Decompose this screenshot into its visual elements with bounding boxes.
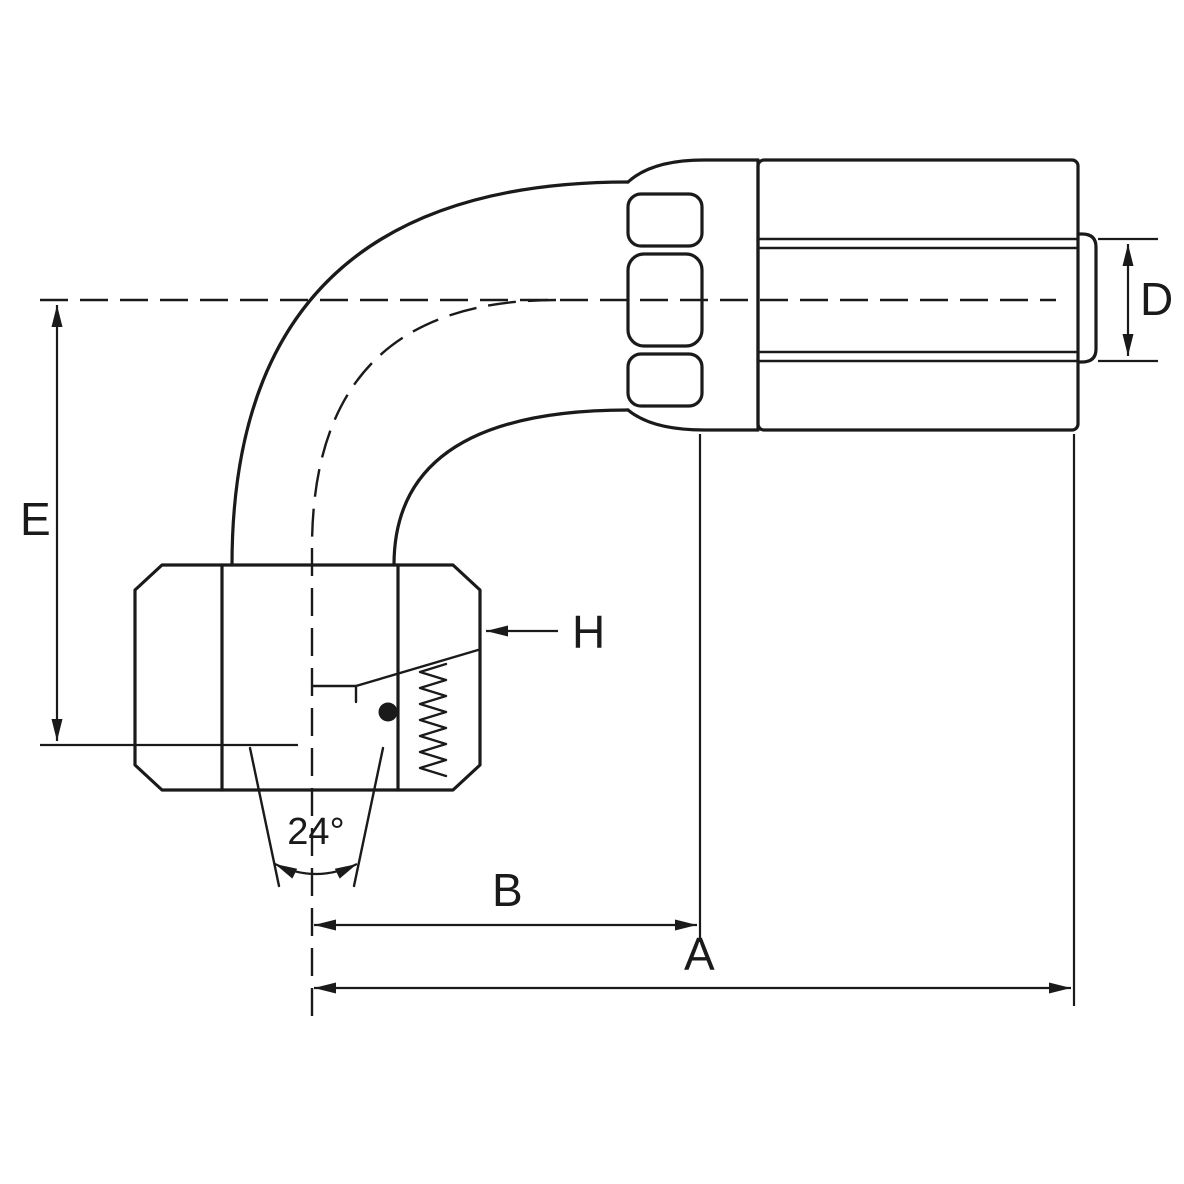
dim-label-h: H <box>572 606 605 658</box>
hose-end-cap <box>1076 232 1098 364</box>
dimension-h: H <box>486 606 605 658</box>
dim-label-a: A <box>684 928 715 980</box>
tube-outer-edge <box>230 180 630 567</box>
ferrule <box>626 158 1098 432</box>
dim-label-b: B <box>492 864 523 916</box>
dimension-e: E <box>20 305 298 747</box>
collar-shoulder-top <box>626 158 760 184</box>
ferrule-body <box>756 158 1080 432</box>
collar-serration-middle <box>626 252 704 348</box>
bore-step-line <box>310 684 358 704</box>
tube-inner-edge <box>392 408 630 567</box>
elbow-tube <box>230 180 630 567</box>
cone-angle-arc <box>274 863 358 879</box>
cone-angle-label: 24° <box>287 811 344 853</box>
cone-line-right <box>352 746 385 888</box>
centerlines <box>40 298 1056 1016</box>
cone-24deg: 24° <box>248 746 385 888</box>
dimension-b: B <box>314 434 702 942</box>
centerline-curve <box>310 298 557 549</box>
o-ring-dot <box>378 702 398 722</box>
dim-label-e: E <box>20 493 51 545</box>
dimension-d: D <box>1098 237 1173 363</box>
dimension-a: A <box>314 434 1076 1006</box>
thread-detail <box>310 648 480 778</box>
thread-zigzag <box>418 662 448 778</box>
cutaway-edge <box>354 648 480 688</box>
collar-serration-top <box>626 192 704 248</box>
dim-label-d: D <box>1140 273 1173 325</box>
collar-serration-bottom <box>626 352 704 408</box>
hex-nut <box>133 563 482 792</box>
nut-outline <box>133 563 482 792</box>
collar-shoulder-bottom <box>626 408 760 432</box>
cone-line-left <box>248 746 281 888</box>
